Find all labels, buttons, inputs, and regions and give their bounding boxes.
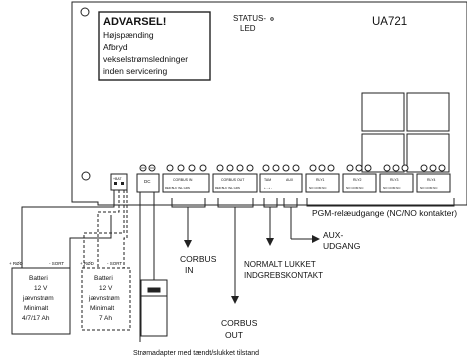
battery-2-minus: - SORT: [107, 261, 122, 266]
status-led-label: LED: [240, 24, 256, 33]
mount-hole-top: [80, 7, 90, 17]
dc-label: DC: [144, 179, 151, 184]
status-led-label: STATUS-: [233, 14, 266, 23]
relay-block: [361, 133, 405, 173]
relay-block: [406, 92, 450, 132]
corbus-in-text: IN: [185, 265, 194, 275]
warning-title: ADVARSEL!: [103, 16, 166, 28]
tamper-text: NORMALT LUKKET: [244, 260, 316, 269]
battery-1-plus: + RØD: [9, 261, 24, 266]
terminal-screw: [429, 164, 437, 172]
pgm-label: PGM-relæudgange (NC/NO kontakter): [312, 208, 457, 218]
battery-1-minus: - SORT: [49, 261, 64, 266]
battery-1-text: 12 V: [34, 285, 48, 292]
aux-output-text: AUX-: [323, 230, 343, 240]
tam-bracket: [263, 198, 278, 208]
relay-block: [361, 92, 405, 132]
terminal-screw: [438, 164, 446, 172]
mount-hole-bottom: [81, 171, 91, 181]
relay-pins: NO COM NC: [309, 186, 327, 190]
battery-1-text: Batteri: [29, 275, 48, 282]
tam-aux-terminal: TAM AUX + - + -: [259, 164, 303, 193]
battery-2-text: 7 Ah: [99, 315, 112, 322]
corbus-in-bracket: [171, 198, 206, 208]
tam-aux-pins: + - + -: [264, 186, 272, 190]
aux-bracket: [283, 198, 298, 208]
corbus-out-text: CORBUS: [221, 318, 258, 328]
model-label: UA721: [372, 16, 407, 28]
aux-output-text: UDGANG: [323, 241, 360, 251]
relay-terminal-body: [379, 173, 414, 193]
relay-bracket: [306, 198, 455, 207]
board-outline: [71, 1, 467, 206]
relay-terminal-body: [305, 173, 340, 193]
relay-terminal-4: RLY4 NO COM NC: [416, 164, 451, 193]
corbus-out-bracket: [217, 198, 254, 208]
terminal-screw: [327, 164, 335, 172]
power-adapter-label: Strømadapter med tændt/slukket tilstand: [133, 350, 259, 357]
relay-terminal-3: RLY3 NO COM NC: [379, 164, 414, 193]
terminal-screw: [401, 164, 409, 172]
relay-pins: NO COM NC: [420, 186, 438, 190]
corbus-in-pins: RED BLK YEL GRN: [165, 186, 190, 190]
terminal-screw: [346, 164, 354, 172]
warning-line: Afbryd: [103, 42, 128, 52]
corbus-out-label: CORBUS OUT: [221, 178, 245, 182]
corbus-out-pins: RED BLK YEL GRN: [215, 186, 240, 190]
aux-label: AUX: [286, 178, 294, 182]
battery-1-text: Minimalt: [24, 305, 48, 312]
corbus-in-label: CORBUS IN: [173, 178, 193, 182]
relay-terminal-body: [342, 173, 377, 193]
terminal-screw: [420, 164, 428, 172]
battery-2-text: jævnstrøm: [88, 295, 120, 302]
relay-label: RLY1: [316, 178, 325, 182]
warning-line: inden servicering: [103, 66, 168, 76]
warning-box: [98, 11, 211, 81]
battery-2-text: 12 V: [99, 285, 113, 292]
battery-1-text: jævnstrøm: [22, 295, 54, 302]
battery-wiring: [21, 190, 128, 268]
corbus-in-terminal: CORBUS IN RED BLK YEL GRN: [162, 164, 210, 193]
bat-terminal-label: +BAT: [113, 177, 122, 181]
status-led: [270, 17, 274, 21]
relay-terminal-body: [416, 173, 451, 193]
relay-pins: NO COM NC: [383, 186, 401, 190]
relay-label: RLY3: [390, 178, 399, 182]
terminal-screw: [355, 164, 363, 172]
relay-label: RLY2: [353, 178, 362, 182]
battery-2-plus: + RØD: [80, 261, 95, 266]
relay-terminal-1: RLY1 NO COM NC: [305, 164, 340, 193]
warning-line: Højspænding: [103, 30, 154, 40]
battery-2-text: Minimalt: [90, 305, 114, 312]
power-adapter: [139, 192, 168, 342]
relay-pins: NO COM NC: [346, 186, 364, 190]
corbus-out-terminal: CORBUS OUT RED BLK YEL GRN: [212, 164, 258, 193]
terminal-screw: [364, 164, 372, 172]
battery-2-text: Batteri: [94, 275, 113, 282]
relay-terminal-2: RLY2 NO COM NC: [342, 164, 377, 193]
battery-1: [11, 267, 71, 335]
terminal-screw: [392, 164, 400, 172]
corbus-in-text: CORBUS: [180, 254, 217, 264]
terminal-screw: [383, 164, 391, 172]
tam-label: TAM: [264, 178, 271, 182]
terminal-screw: [318, 164, 326, 172]
relay-label: RLY4: [427, 178, 436, 182]
terminal-screw: [309, 164, 317, 172]
relay-block: [406, 133, 450, 173]
battery-1-text: 4/7/17 Ah: [22, 315, 50, 322]
battery-2: [81, 267, 131, 331]
warning-line: vekselstrømsledninger: [103, 54, 188, 64]
dc-terminal: DC: [136, 164, 160, 193]
corbus-out-text: OUT: [225, 330, 243, 340]
tamper-text: INDGREBSKONTAKT: [244, 271, 323, 280]
